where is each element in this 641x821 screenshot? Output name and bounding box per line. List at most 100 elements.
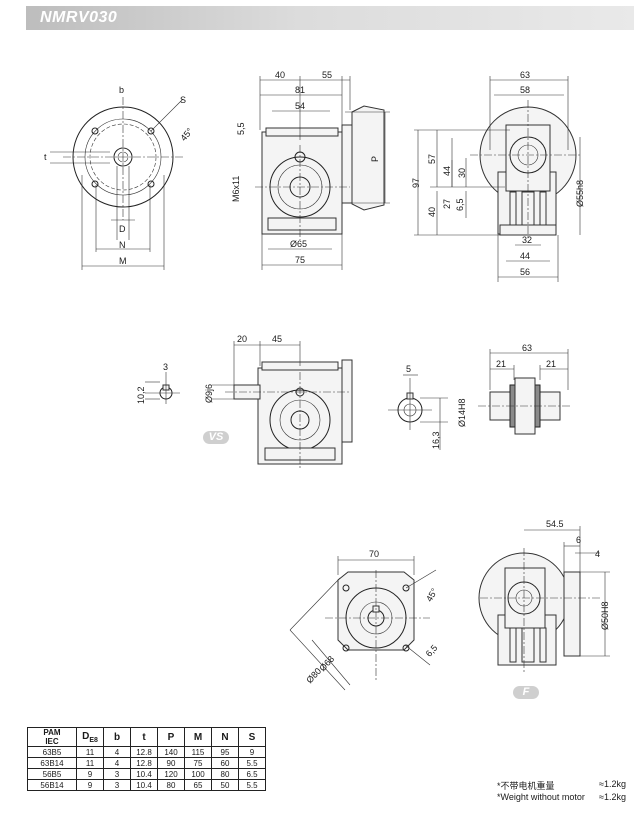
table-cell: 60: [211, 757, 239, 769]
dim-63b: 63: [522, 343, 532, 353]
dim-5: 5: [406, 364, 411, 374]
gearbox-front-view: 40 55 81 54 5,5 P M6x11 Ø65 75: [231, 70, 390, 270]
table-cell: 9: [238, 746, 266, 758]
output-flange-view: 70 45° Ø68 Ø80 6,5: [289, 549, 440, 691]
table-cell: 100: [184, 768, 212, 780]
dim-58: 58: [520, 85, 530, 95]
hollow-shaft-view: 63 21 21: [478, 343, 572, 435]
dim-30: 30: [457, 168, 467, 178]
table-cell: 3: [103, 768, 131, 780]
dim-6-5b: 6,5: [424, 643, 440, 659]
dim-44b: 44: [520, 251, 530, 261]
table-cell: 75: [184, 757, 212, 769]
dim-44: 44: [442, 166, 452, 176]
dim-21b: 21: [546, 359, 556, 369]
dim-m: M: [119, 256, 127, 266]
dim-54-5: 54.5: [546, 519, 564, 529]
header-t: t: [130, 727, 158, 747]
dim-angle: 45°: [178, 126, 195, 143]
dim-21a: 21: [496, 359, 506, 369]
header-n: N: [211, 727, 239, 747]
table-cell: 120: [157, 768, 185, 780]
dim-97: 97: [411, 178, 421, 188]
dim-d65: Ø65: [290, 239, 307, 249]
dim-m6: M6x11: [231, 176, 241, 202]
dim-20: 20: [237, 334, 247, 344]
flange-front-view: t b S 45° D N M: [44, 85, 195, 270]
dim-6-5: 6,5: [455, 198, 465, 211]
header-m: M: [184, 727, 212, 747]
table-cell: 63B14: [27, 757, 77, 769]
dim-n: N: [119, 240, 126, 250]
dim-angle-f: 45°: [424, 586, 440, 603]
table-cell: 11: [76, 757, 104, 769]
dim-40: 40: [275, 70, 285, 80]
dim-75: 75: [295, 255, 305, 265]
table-cell: 56B14: [27, 779, 77, 791]
table-cell: 63B5: [27, 746, 77, 758]
header-pam-iec-text: PAM IEC: [43, 728, 61, 746]
dim-4: 4: [595, 549, 600, 559]
table-cell: 9: [76, 779, 104, 791]
dim-63: 63: [520, 70, 530, 80]
dim-t: t: [44, 152, 47, 162]
table-cell: 4: [103, 757, 131, 769]
dim-5-5: 5,5: [236, 122, 246, 135]
table-cell: 65: [184, 779, 212, 791]
weight-en-value: ≈1.2kg: [599, 792, 626, 802]
table-cell: 12.8: [130, 746, 158, 758]
table-cell: 50: [211, 779, 239, 791]
f-badge: F: [513, 686, 539, 699]
dim-56: 56: [520, 267, 530, 277]
dim-6: 6: [576, 535, 581, 545]
weight-en-label: *Weight without motor: [497, 792, 585, 802]
table-cell: 56B5: [27, 768, 77, 780]
dim-54: 54: [295, 101, 305, 111]
dim-27: 27: [442, 199, 452, 209]
table-cell: 10.4: [130, 779, 158, 791]
header-d: DE8: [76, 727, 104, 747]
table-cell: 80: [157, 779, 185, 791]
dim-32: 32: [522, 235, 532, 245]
bore-section-view: 5 Ø14H8 16,3: [388, 364, 467, 450]
table-cell: 4: [103, 746, 131, 758]
table-cell: 10.4: [130, 768, 158, 780]
gearbox-side-view: 63 58 97 57 44 30 27 40 6,5 Ø55h8 32 44 …: [411, 70, 585, 282]
dim-d14: Ø14H8: [457, 398, 467, 427]
dim-b: b: [119, 85, 124, 95]
dim-d: D: [119, 224, 126, 234]
model-title: NMRV030: [40, 9, 118, 26]
table-cell: 90: [157, 757, 185, 769]
table-cell: 3: [103, 779, 131, 791]
dim-10-2: 10,2: [136, 386, 146, 404]
dim-d55: Ø55h8: [575, 180, 585, 207]
dim-81: 81: [295, 85, 305, 95]
dim-s: S: [180, 95, 186, 105]
table-cell: 12.8: [130, 757, 158, 769]
table-cell: 5.5: [238, 757, 266, 769]
header-d-text: D: [82, 730, 90, 742]
header-p: P: [157, 727, 185, 747]
dim-40b: 40: [427, 207, 437, 217]
vs-badge: VS: [203, 431, 229, 444]
header-s: S: [238, 727, 266, 747]
dim-57: 57: [427, 154, 437, 164]
table-cell: 5.5: [238, 779, 266, 791]
weight-cn-value: ≈1.2kg: [599, 779, 626, 789]
flange-side-view: 54.5 6 4 Ø50H8: [478, 519, 610, 672]
dim-45: 45: [272, 334, 282, 344]
dim-16-3: 16,3: [431, 431, 441, 449]
dim-p: P: [370, 156, 380, 162]
table-cell: 80: [211, 768, 239, 780]
weight-cn-label: *不带电机重量: [497, 781, 555, 791]
table-cell: 6.5: [238, 768, 266, 780]
dim-d50: Ø50H8: [600, 601, 610, 630]
table-cell: 95: [211, 746, 239, 758]
header-pam-iec: PAM IEC: [27, 727, 77, 747]
